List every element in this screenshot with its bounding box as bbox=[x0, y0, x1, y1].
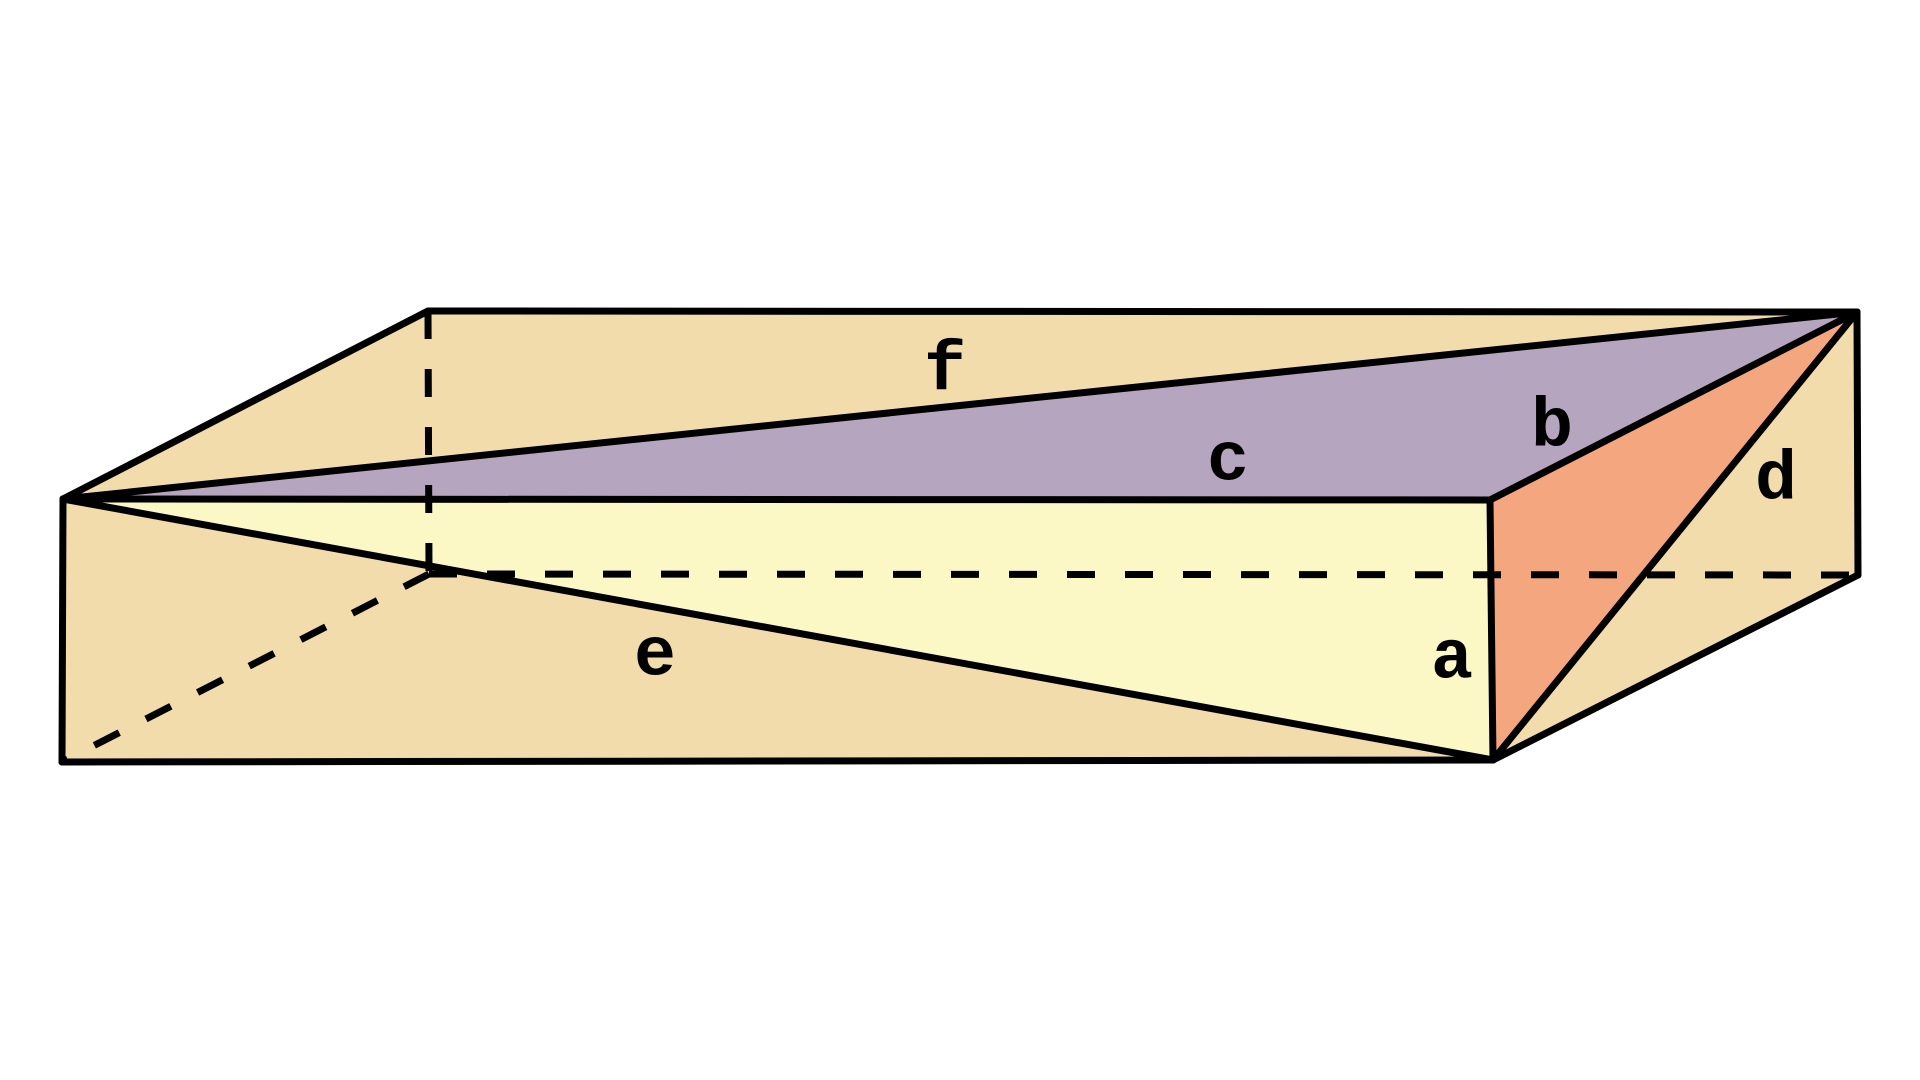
hidden-edge-back-bottom bbox=[428, 570, 1859, 579]
edge-bottom-right-depth bbox=[1489, 571, 1862, 764]
edge-top-back bbox=[424, 307, 1861, 316]
edge-d-right-diagonal bbox=[1489, 308, 1861, 764]
hidden-edge-bottom-left-depth bbox=[60, 570, 431, 766]
edge-right-back-vertical bbox=[1853, 308, 1862, 579]
edge-f-top-diagonal bbox=[59, 308, 1861, 503]
label-c: c bbox=[1207, 423, 1249, 502]
label-b: b bbox=[1531, 389, 1573, 468]
label-a: a bbox=[1431, 621, 1473, 700]
label-e: e bbox=[634, 618, 676, 697]
label-d: d bbox=[1755, 442, 1797, 521]
edge-e-front-diagonal bbox=[59, 495, 1497, 764]
edge-a-front-right-vertical bbox=[1486, 496, 1497, 764]
hidden-edge-back-left-vertical bbox=[424, 310, 433, 575]
label-f: f bbox=[924, 333, 966, 412]
edge-top-left-depth bbox=[59, 307, 432, 503]
edge-front-left-vertical bbox=[58, 495, 67, 766]
edge-front-bottom bbox=[58, 756, 1497, 766]
edge-b-top-right-depth bbox=[1486, 308, 1861, 504]
edge-c-front-top bbox=[59, 495, 1494, 504]
